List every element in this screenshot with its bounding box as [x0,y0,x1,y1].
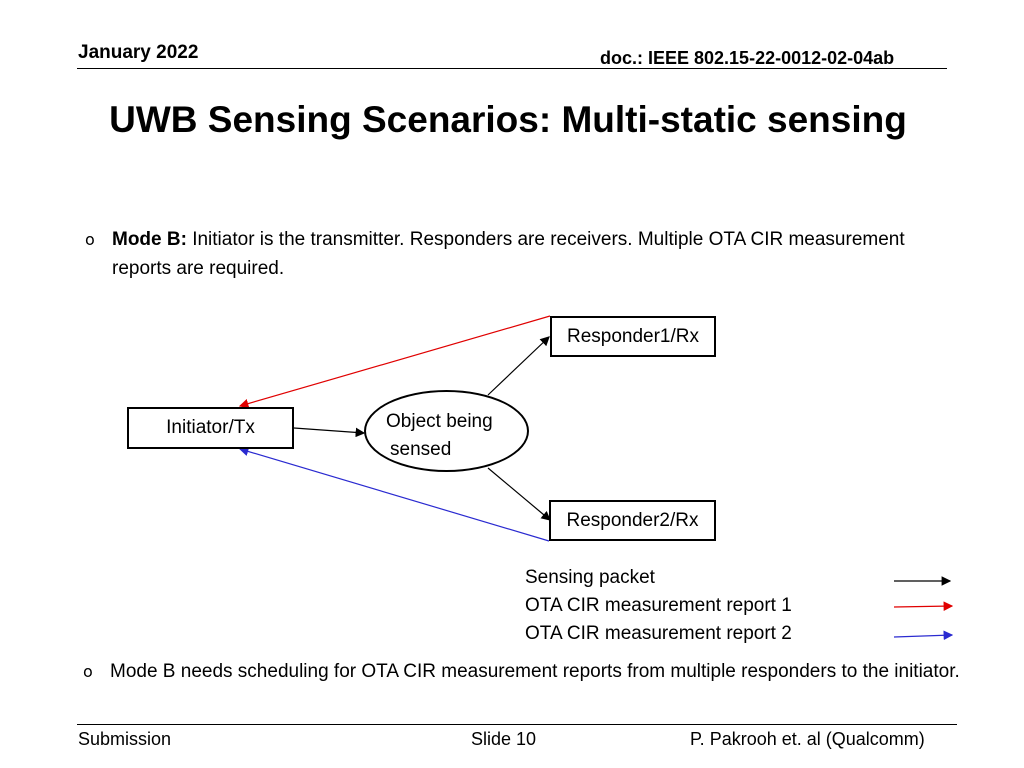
footer-divider [77,724,957,725]
arrow-object-to-responder1 [487,336,550,396]
bullet-scheduling: o Mode B needs scheduling for OTA CIR me… [83,657,970,686]
object-label-line2: sensed [390,439,452,460]
legend-arrow-report1 [893,601,954,611]
legend-arrow-report2 [893,630,954,641]
bullet-circle-icon: o [83,662,93,681]
initiator-label: Initiator/Tx [166,417,255,438]
responder1-label: Responder1/Rx [566,325,700,347]
responder2-box: Responder2/Rx [549,500,716,541]
bullet-scheduling-text: Mode B needs scheduling for OTA CIR meas… [110,661,960,682]
arrow-object-to-responder2 [487,467,551,521]
bullet-mode-b-text: Initiator is the transmitter. Responders… [112,229,905,279]
header-doc-id: doc.: IEEE 802.15-22-0012-02-04ab [600,48,895,68]
header-divider [77,68,947,69]
legend-report1: OTA CIR measurement report 1 [525,595,792,616]
object-ellipse [364,390,529,472]
responder1-box: Responder1/Rx [550,316,716,357]
bullet-mode-b: o Mode B: Initiator is the transmitter. … [85,225,912,283]
footer-submission: Submission [78,729,172,749]
initiator-box: Initiator/Tx [127,407,294,449]
slide-title: UWB Sensing Scenarios: Multi-static sens… [109,99,907,140]
object-label-line1: Object being [386,411,493,432]
bullet-circle-icon: o [85,230,95,249]
arrow-report1 [238,315,551,409]
legend-sensing-packet: Sensing packet [525,567,655,588]
object-label: Object being sensed [386,408,493,464]
legend-report2: OTA CIR measurement report 2 [525,623,792,644]
footer-slide-number: Slide 10 [471,729,537,749]
bullet-mode-b-label: Mode B: [112,229,187,250]
header-date: January 2022 [78,42,199,63]
responder2-label: Responder2/Rx [566,509,699,531]
arrow-initiator-to-object [293,427,366,438]
footer-authors: P. Pakrooh et. al (Qualcomm) [690,729,925,749]
